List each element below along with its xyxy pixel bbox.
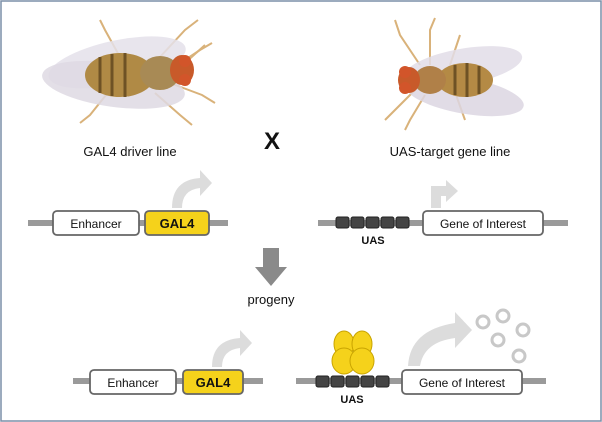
transcription-arrow-icon: [212, 330, 252, 367]
gene-label-bottom: Gene of Interest: [419, 376, 506, 390]
gal4-label: GAL4: [196, 375, 231, 390]
fly-image-left: [42, 19, 216, 126]
blocked-arrow-icon: [431, 180, 458, 208]
enhancer-box: [52, 210, 140, 236]
fly-image-right: [384, 17, 524, 131]
product-circle-icon: [515, 322, 531, 338]
uas-blocks: [335, 216, 410, 229]
product-circle-icon: [475, 314, 491, 330]
gal4-box: [182, 369, 244, 395]
gal4-driver-label: GAL4 driver line: [83, 144, 176, 159]
gal4-box: [144, 210, 210, 236]
gene-box-top: [422, 210, 544, 236]
down-arrow-icon: [255, 248, 287, 286]
gene-label-top: Gene of Interest: [440, 217, 527, 231]
enhancer-label: Enhancer: [107, 376, 158, 390]
uas-construct-top: UAS Gene of Interest: [318, 180, 568, 247]
transcription-arrow-icon: [408, 312, 472, 366]
enhancer-box: [89, 369, 177, 395]
enhancer-label: Enhancer: [70, 217, 121, 231]
uas-label-bottom: UAS: [340, 394, 363, 406]
gene-box-bottom: [401, 369, 523, 395]
progeny-label: progeny: [248, 292, 295, 307]
product-circle-icon: [511, 348, 527, 364]
gal4-construct-top: Enhancer GAL4: [28, 170, 228, 236]
product-circles: [475, 308, 531, 364]
product-circle-icon: [490, 332, 506, 348]
transcription-arrow-icon: [172, 170, 212, 208]
gal4-protein-icon: [331, 330, 375, 375]
uas-target-label: UAS-target gene line: [390, 144, 511, 159]
uas-construct-bottom: UAS Gene of Interest: [296, 308, 546, 406]
uas-label-top: UAS: [361, 235, 384, 247]
uas-blocks: [315, 375, 390, 388]
cross-symbol: X: [264, 128, 280, 155]
product-circle-icon: [495, 308, 511, 324]
gal4-construct-bottom: Enhancer GAL4: [73, 330, 263, 395]
gal4-label: GAL4: [160, 216, 195, 231]
